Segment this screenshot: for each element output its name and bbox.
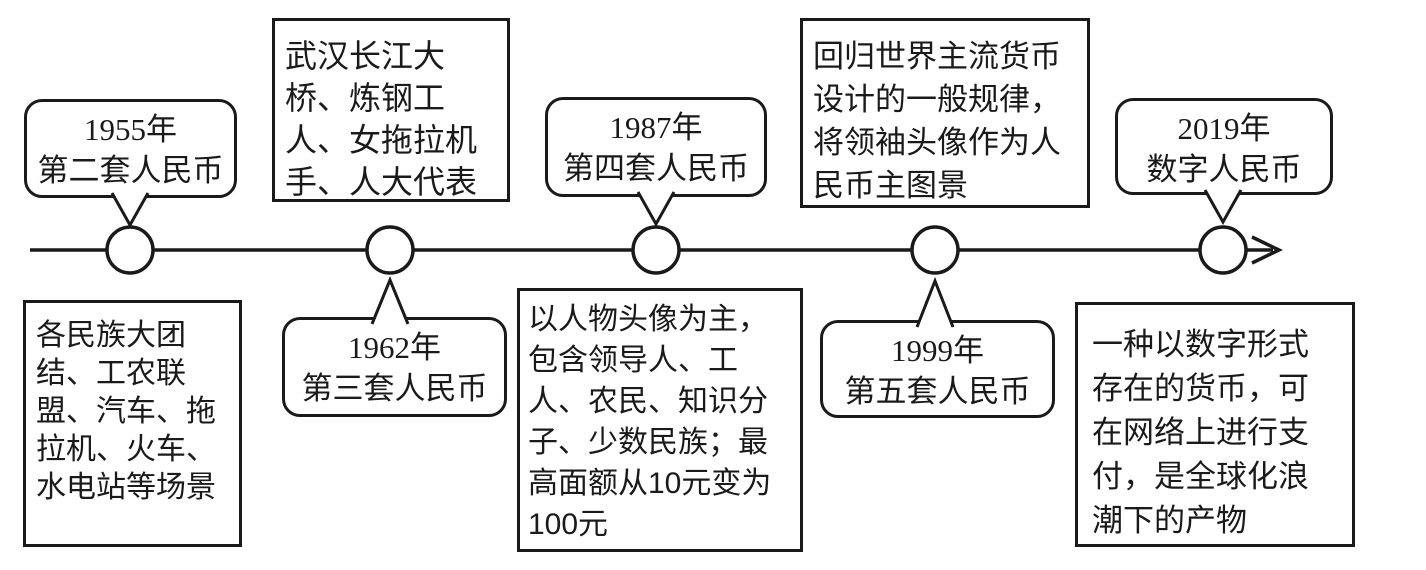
event-bubble-1987: 1987年 第四套人民币 (545, 97, 767, 197)
note-fifth-set-designs: 回归世界主流货币 设计的一般规律， 将领袖头像作为人 民币主图景 (800, 18, 1090, 208)
timeline-node-1962 (365, 225, 415, 275)
note-second-set-designs: 各民族大团 结、工农联 盟、汽车、拖 拉机、火车、 水电站等场景 (23, 300, 242, 547)
note-third-set-designs: 武汉长江大 桥、炼钢工 人、女拖拉机 手、人大代表 (272, 18, 510, 202)
event-label-1999: 第五套人民币 (844, 374, 1031, 409)
timeline-arrowhead-icon (1251, 235, 1284, 265)
timeline-node-1987 (631, 225, 681, 275)
event-year-1955: 1955年 (84, 112, 177, 147)
event-bubble-2019: 2019年 数字人民币 (1115, 98, 1333, 195)
event-year-1999: 1999年 (891, 333, 984, 368)
event-label-1987: 第四套人民币 (563, 151, 749, 186)
event-label-2019: 数字人民币 (1146, 152, 1302, 187)
note-fourth-set-designs: 以人物头像为主， 包含领导人、工 人、农民、知识分 子、少数民族；最 高面额从1… (517, 288, 803, 552)
timeline-node-2019 (1198, 225, 1248, 275)
event-bubble-1962: 1962年 第三套人民币 (282, 317, 507, 417)
event-bubble-1955: 1955年 第二套人民币 (24, 99, 237, 198)
event-year-1962: 1962年 (348, 330, 441, 365)
timeline-node-1999 (910, 225, 960, 275)
timeline-node-1955 (105, 225, 155, 275)
event-year-1987: 1987年 (609, 110, 703, 145)
event-bubble-1999: 1999年 第五套人民币 (820, 320, 1055, 418)
event-year-2019: 2019年 (1177, 111, 1271, 146)
event-label-1955: 第二套人民币 (37, 153, 224, 188)
note-digital-rmb: 一种以数字形式 存在的货币，可 在网络上进行支 付，是全球化浪 潮下的产物 (1075, 302, 1355, 547)
event-label-1962: 第三套人民币 (301, 371, 488, 406)
